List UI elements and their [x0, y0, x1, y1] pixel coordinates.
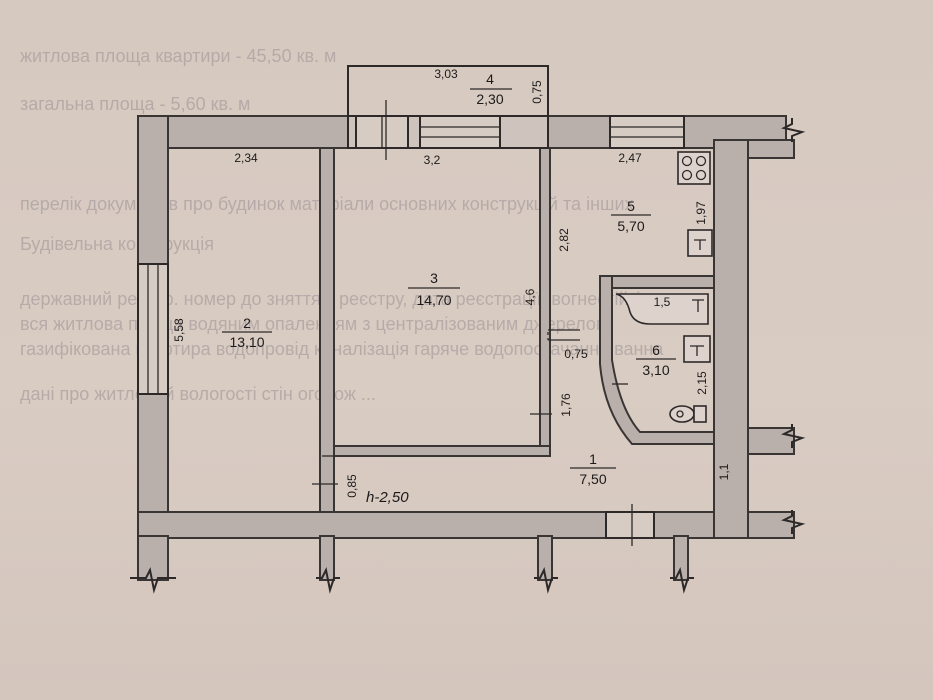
bg-line-4: Будівельна конструкція	[20, 234, 214, 254]
room-labels: 4 2,30 2 13,10 3 14,70 5 5,70 6 3,10 1 7…	[222, 71, 676, 487]
room-2-area: 13,10	[229, 334, 264, 350]
ceiling-height: h-2,50	[366, 489, 409, 506]
toilet-icon	[669, 405, 707, 423]
bg-line-5: державний реєстр. номер до зняття з реєс…	[20, 289, 667, 309]
dim-bath-length: 2,15	[695, 371, 709, 395]
window-room3	[419, 115, 501, 149]
room-5-area: 5,70	[617, 218, 644, 234]
bg-line-7: газифікована квартира водопровід каналіз…	[20, 339, 664, 359]
windows	[137, 100, 685, 546]
dim-balcony-width: 3,03	[434, 67, 458, 81]
kitchen-sink-icon	[687, 229, 713, 257]
bathroom-sink-icon	[683, 335, 711, 363]
dim-room5-length: 2,82	[557, 228, 571, 252]
stove-icon	[677, 151, 711, 185]
bg-line-1: житлова площа квартири - 45,50 кв. м	[20, 46, 336, 66]
bathtub-icon	[615, 293, 709, 325]
dim-room3-length: 4,6	[523, 288, 537, 305]
room-6-area: 3,10	[642, 362, 669, 378]
break-mark-6	[781, 424, 806, 448]
room-6-number: 6	[652, 342, 660, 358]
dim-room5-side: 1,97	[694, 201, 708, 225]
break-marks	[130, 118, 806, 594]
bg-line-6: вся житлова площа водяним опаленням з це…	[20, 314, 608, 334]
wall-room5-bottom	[599, 275, 715, 289]
room-3-area: 14,70	[416, 292, 451, 308]
break-mark-5	[781, 118, 806, 142]
break-mark-4	[670, 566, 694, 594]
entrance-door	[605, 511, 655, 539]
dim-room2-length: 5,58	[172, 318, 186, 342]
wall-stub-bottom-1	[137, 535, 169, 581]
window-room2	[137, 263, 169, 395]
dim-corridor-jamb: 1,76	[559, 393, 573, 417]
dim-balcony-depth: 0,75	[530, 80, 544, 104]
dim-door-width: 0,75	[564, 347, 588, 361]
wall-room2-room3	[319, 147, 335, 513]
wall-room3-bottom	[333, 445, 551, 457]
dim-room5-width: 2,47	[618, 151, 642, 165]
wall-right	[713, 139, 749, 539]
room-4-area: 2,30	[476, 91, 503, 107]
dimension-labels: 3,03 0,75 2,34 3,2 2,47 5,58 4,6 2,82 1,…	[172, 67, 731, 506]
room-2-number: 2	[243, 315, 251, 331]
room-5-number: 5	[627, 198, 635, 214]
break-mark-2	[316, 566, 340, 594]
room-4-number: 4	[486, 71, 494, 87]
dim-bath-tub: 1,5	[654, 295, 671, 309]
wall-bottom	[137, 511, 749, 539]
window-room5	[609, 115, 685, 149]
break-mark-3	[534, 566, 558, 594]
room-1-number: 1	[589, 451, 597, 467]
dim-corridor-width: 1,1	[717, 463, 731, 480]
background-text: житлова площа квартири - 45,50 кв. м заг…	[20, 46, 667, 404]
bg-line-2: загальна площа - 5,60 кв. м	[20, 94, 250, 114]
wall-stub-right-3	[747, 511, 795, 539]
dim-room2-width: 2,34	[234, 151, 258, 165]
break-mark-1	[130, 566, 176, 594]
wall-room3-room5	[539, 147, 551, 449]
wall-stub-right-1	[747, 139, 795, 159]
fixtures	[615, 151, 713, 423]
room-3-number: 3	[430, 270, 438, 286]
bg-line-8: дані про житловий вологості стін огорож …	[20, 384, 376, 404]
wall-bathroom-curve	[599, 275, 715, 445]
break-mark-7	[781, 510, 806, 534]
room-1-area: 7,50	[579, 471, 606, 487]
dim-room3-width: 3,2	[424, 153, 441, 167]
dim-corridor-step: 0,85	[345, 474, 359, 498]
